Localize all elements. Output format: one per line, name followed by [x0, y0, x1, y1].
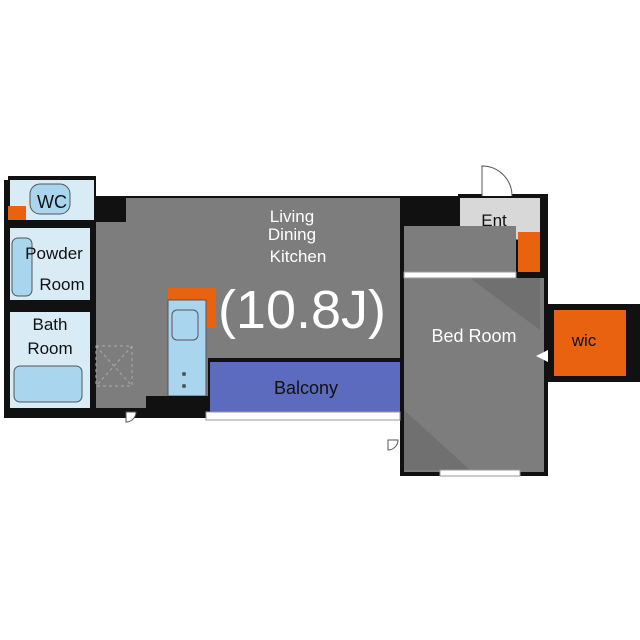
wc-storage — [8, 206, 26, 220]
kitchen-sink — [171, 309, 199, 341]
ldk-label-1: Living — [270, 207, 314, 226]
bathtub — [13, 365, 83, 403]
bath-label-2: Room — [27, 339, 72, 358]
ldk-label-3: Kitchen — [270, 247, 327, 266]
entrance-label: Ent — [481, 211, 507, 230]
wc-label: WC — [37, 192, 67, 212]
entrance — [460, 198, 540, 228]
balcony — [210, 362, 400, 412]
entry-door-swing — [481, 165, 513, 197]
wic-label: wic — [571, 331, 597, 350]
bath-label-1: Bath — [33, 315, 68, 334]
ldk-label-2: Dining — [268, 225, 316, 244]
wic-door — [536, 350, 548, 362]
bedroom-door-swing — [387, 439, 399, 451]
bath-door-swing — [125, 411, 137, 423]
washbasin — [11, 237, 33, 297]
powder-label-1: Powder — [25, 244, 83, 263]
wc-toilet — [29, 183, 71, 215]
storage-hatch — [95, 345, 133, 387]
powder-label-2: Room — [39, 275, 84, 294]
wic-room — [554, 310, 626, 376]
bedroom-label: Bed Room — [431, 326, 516, 346]
bedroom-hatch — [470, 278, 540, 330]
stove-burner — [182, 384, 186, 388]
balcony-label: Balcony — [274, 378, 338, 398]
shoe-cabinet — [518, 232, 540, 272]
stove-burner — [182, 372, 186, 376]
ldk-size: (10.8J) — [218, 280, 386, 340]
corridor — [404, 226, 516, 272]
